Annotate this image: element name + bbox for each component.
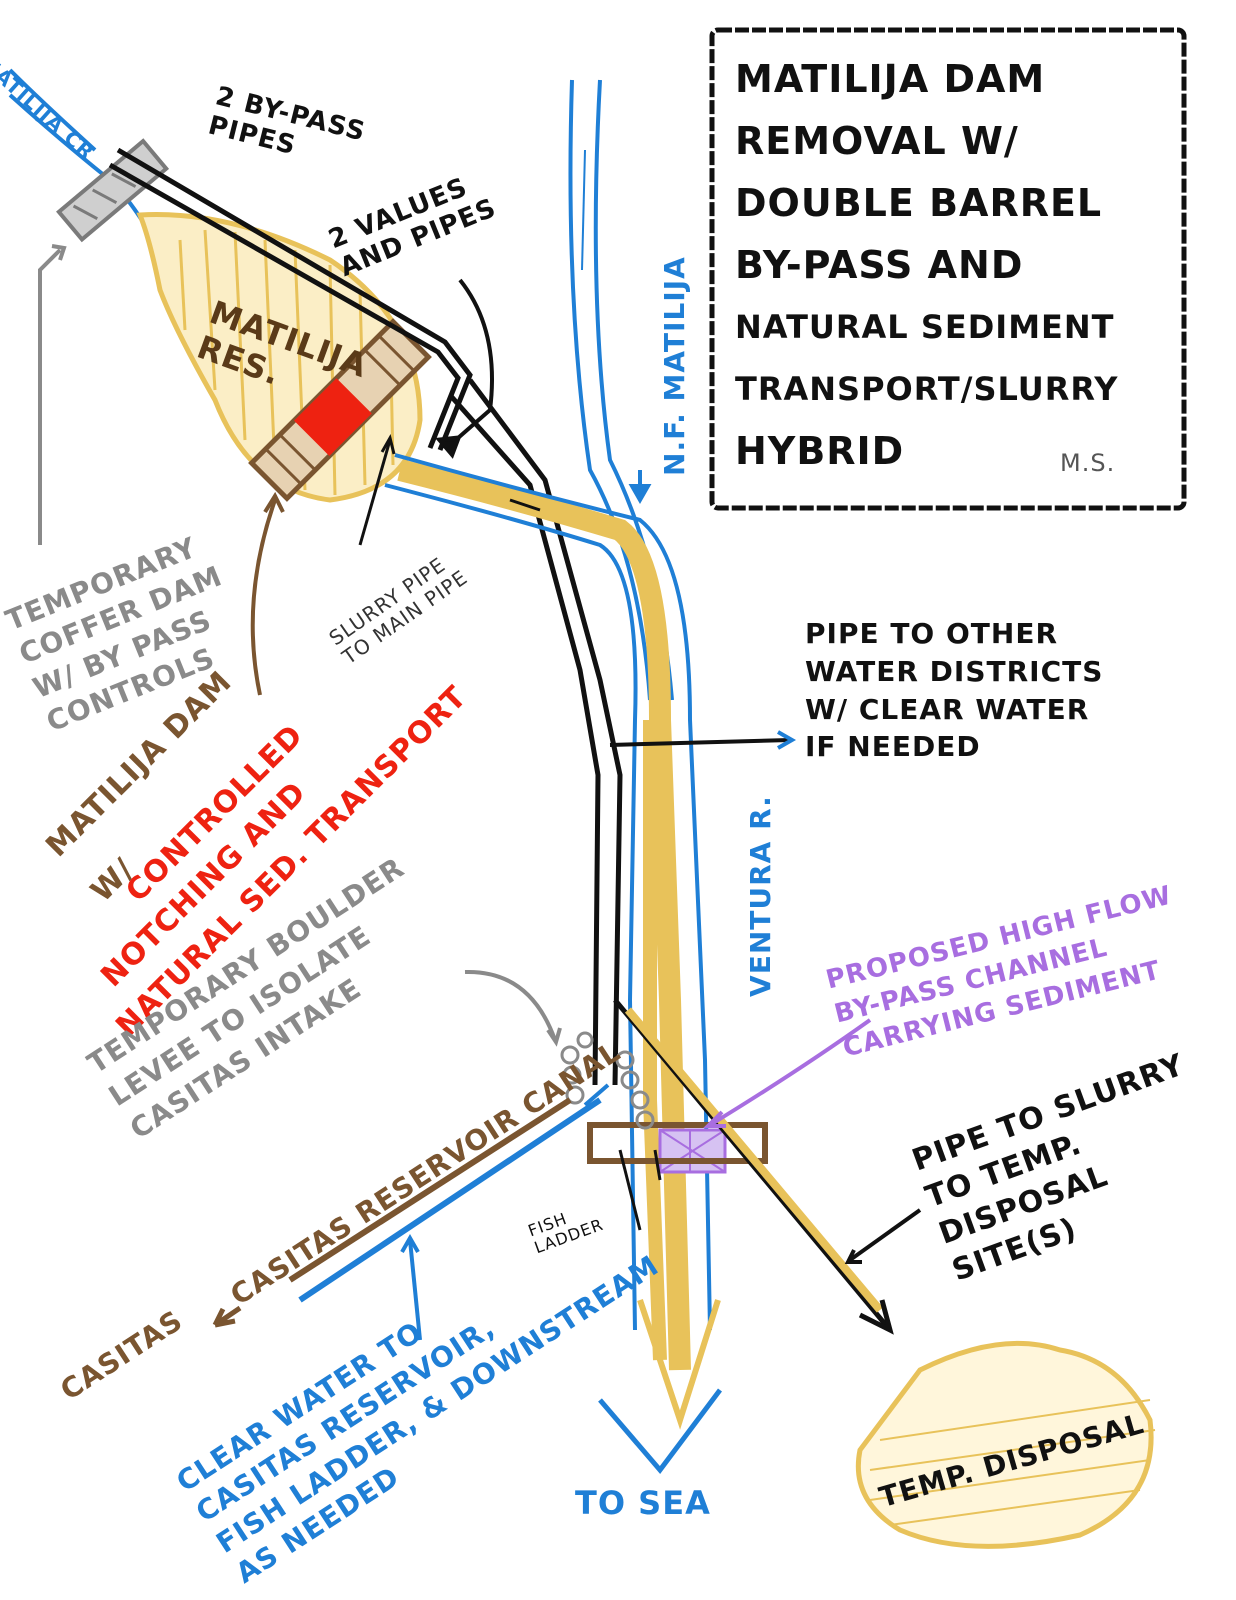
main-pipe <box>435 278 623 1086</box>
slurry-pipe <box>613 998 894 1335</box>
label-nf-matilija: N.F. Matilija <box>657 256 691 476</box>
title-line: Removal w/ <box>735 119 1019 163</box>
diagram-title: Matilija Dam Removal w/ Double Barrel By… <box>735 48 1155 482</box>
dam-notch <box>294 378 372 456</box>
casitas-canal <box>212 1083 610 1328</box>
title-line: Double Barrel <box>735 181 1103 225</box>
boulder-levee <box>560 1031 655 1130</box>
title-line: Matilija Dam <box>735 57 1046 101</box>
author-initials: M.S. <box>1060 449 1116 477</box>
high-flow-bypass-channel <box>658 1128 727 1174</box>
title-line: Natural Sediment <box>735 308 1115 346</box>
ventura-river <box>384 453 722 1474</box>
pointer-arrows <box>38 244 922 1341</box>
label-ventura: Ventura R. <box>743 795 777 997</box>
title-box-border <box>709 27 1187 511</box>
title-line: Transport/Slurry <box>735 370 1119 408</box>
temp-disposal-area <box>855 1340 1156 1549</box>
bypass-pipes <box>108 147 473 451</box>
label-to-sea: To Sea <box>575 1484 711 1522</box>
title-line: By-Pass and <box>735 243 1024 287</box>
title-line: Hybrid <box>735 429 905 473</box>
label-pipe-other: Pipe to Other Water Districts w/ Clear W… <box>805 617 1104 764</box>
fish-ladder-structure <box>587 1122 768 1164</box>
